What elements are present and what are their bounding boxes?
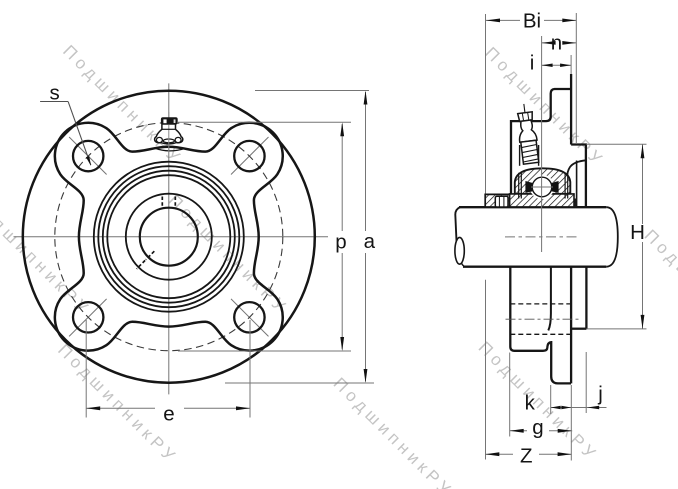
svg-text:a: a — [364, 230, 376, 253]
svg-text:Bi: Bi — [523, 10, 541, 33]
svg-text:n: n — [551, 31, 562, 54]
svg-text:H: H — [630, 221, 645, 244]
svg-text:i: i — [530, 52, 535, 75]
svg-text:j: j — [597, 383, 603, 406]
svg-text:e: e — [163, 403, 174, 426]
svg-text:p: p — [335, 231, 346, 254]
svg-text:k: k — [525, 392, 536, 415]
svg-text:g: g — [532, 416, 543, 439]
svg-text:Z: Z — [520, 445, 533, 468]
svg-text:s: s — [49, 82, 59, 105]
